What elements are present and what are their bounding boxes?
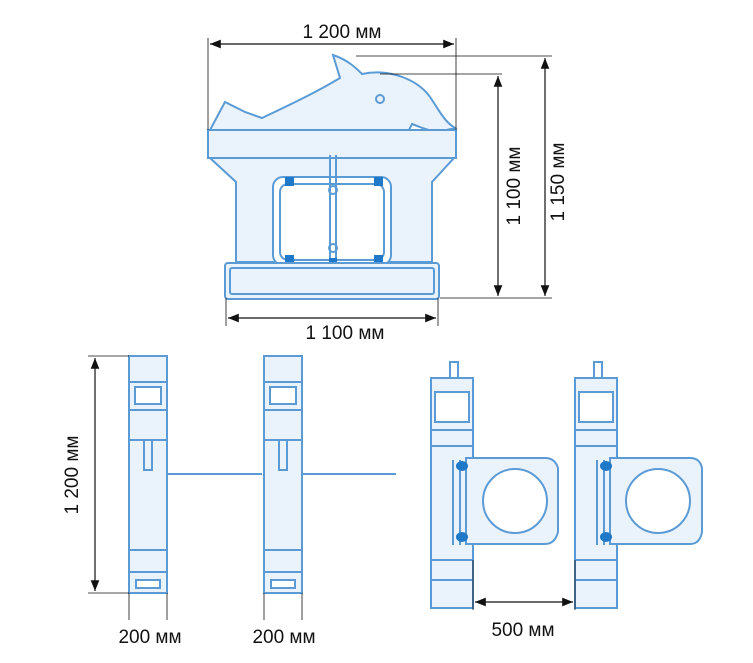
dim-bottom-width: 1 100 мм	[306, 323, 385, 344]
dim-side-height: 1 200 мм	[62, 436, 83, 515]
top-view-right	[574, 361, 703, 609]
dim-top-width: 1 200 мм	[303, 22, 382, 43]
side-view-left	[128, 355, 168, 594]
front-dimensions: 1 200 мм 1 100 мм 1 100 мм 1 150 мм	[207, 22, 569, 344]
turnstile-base	[224, 262, 440, 300]
front-view	[207, 53, 458, 300]
dolphin-shape	[209, 53, 458, 134]
fixture-node	[285, 177, 294, 186]
fixture-node	[285, 255, 294, 264]
dim-depth-right: 200 мм	[252, 627, 315, 648]
top-view-left	[430, 361, 559, 609]
rotor-disc	[482, 468, 548, 534]
side-view-right	[263, 355, 303, 594]
dim-inner-height: 1 100 мм	[504, 147, 525, 226]
dim-total-height: 1 150 мм	[548, 143, 569, 222]
rotor-disc	[625, 468, 691, 534]
dim-depth-left: 200 мм	[118, 627, 181, 648]
fixture-node	[374, 255, 383, 264]
dim-passage-width: 500 мм	[491, 620, 554, 641]
side-dimensions: 1 200 мм 200 мм 200 мм	[62, 355, 316, 648]
top-dimensions: 500 мм	[472, 560, 576, 641]
fixture-node	[374, 177, 383, 186]
dolphin-eye	[375, 94, 385, 104]
top-cap	[207, 129, 457, 159]
